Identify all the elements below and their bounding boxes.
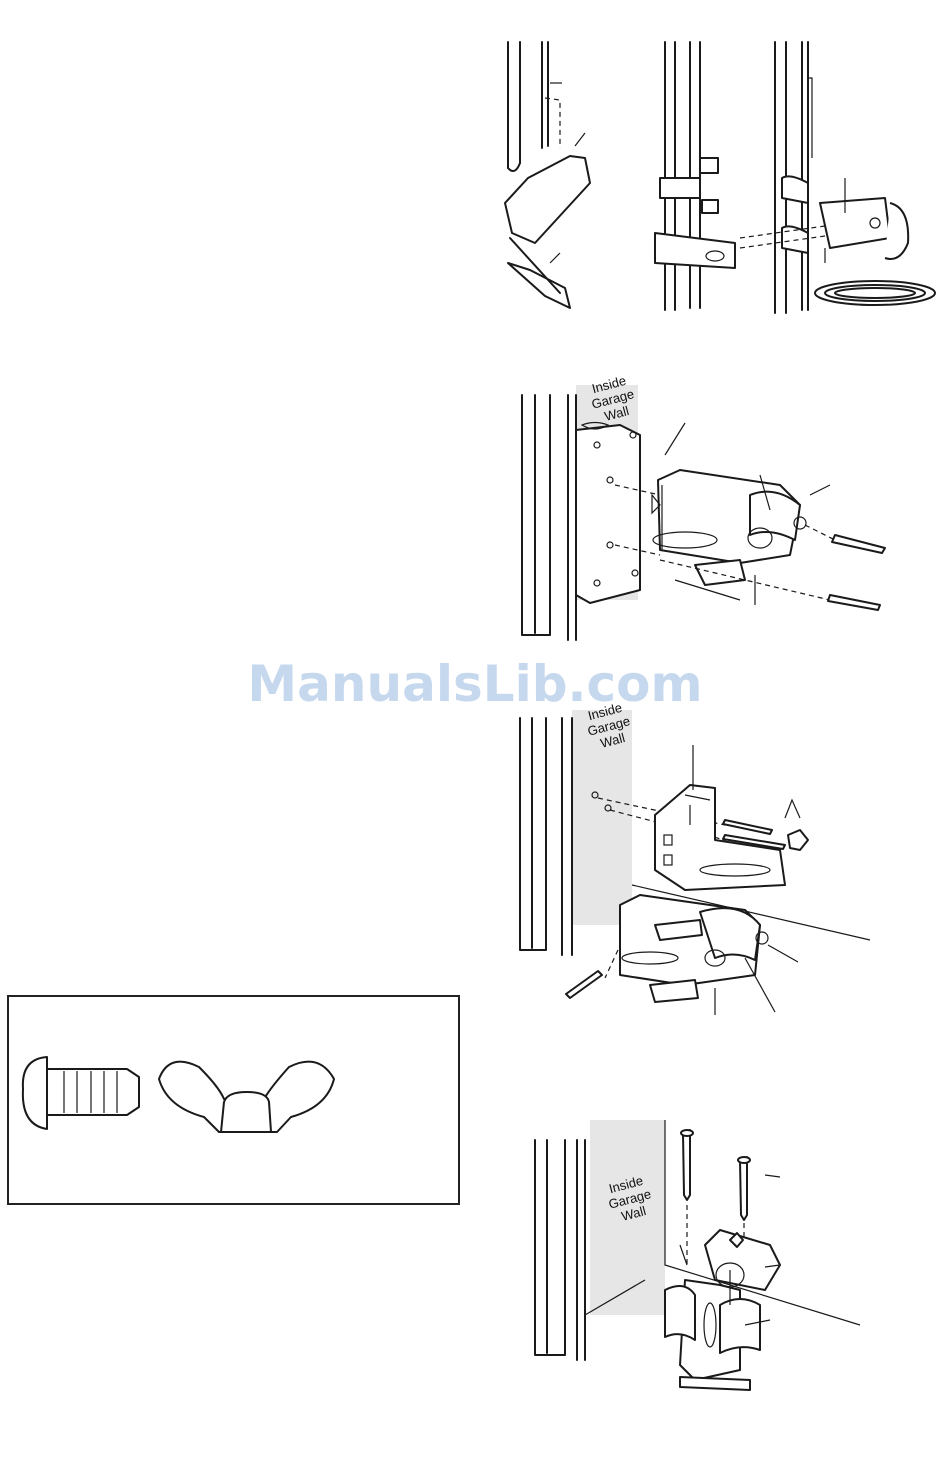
step-b-illustration — [655, 42, 735, 310]
wing-nut-icon — [159, 1062, 334, 1132]
figure-wall-mount-bracket: Inside Garage Wall — [510, 700, 890, 1020]
figure-rail-bracket-steps — [490, 38, 940, 328]
step-c-illustration — [740, 42, 935, 313]
figure-ceiling-mount: Inside Garage Wall — [515, 1115, 865, 1400]
hardware-box — [7, 995, 460, 1205]
step-a-illustration — [505, 42, 590, 308]
figure-wall-mount-block: Inside Garage Wall — [510, 365, 900, 650]
carriage-bolt-icon — [23, 1057, 139, 1129]
